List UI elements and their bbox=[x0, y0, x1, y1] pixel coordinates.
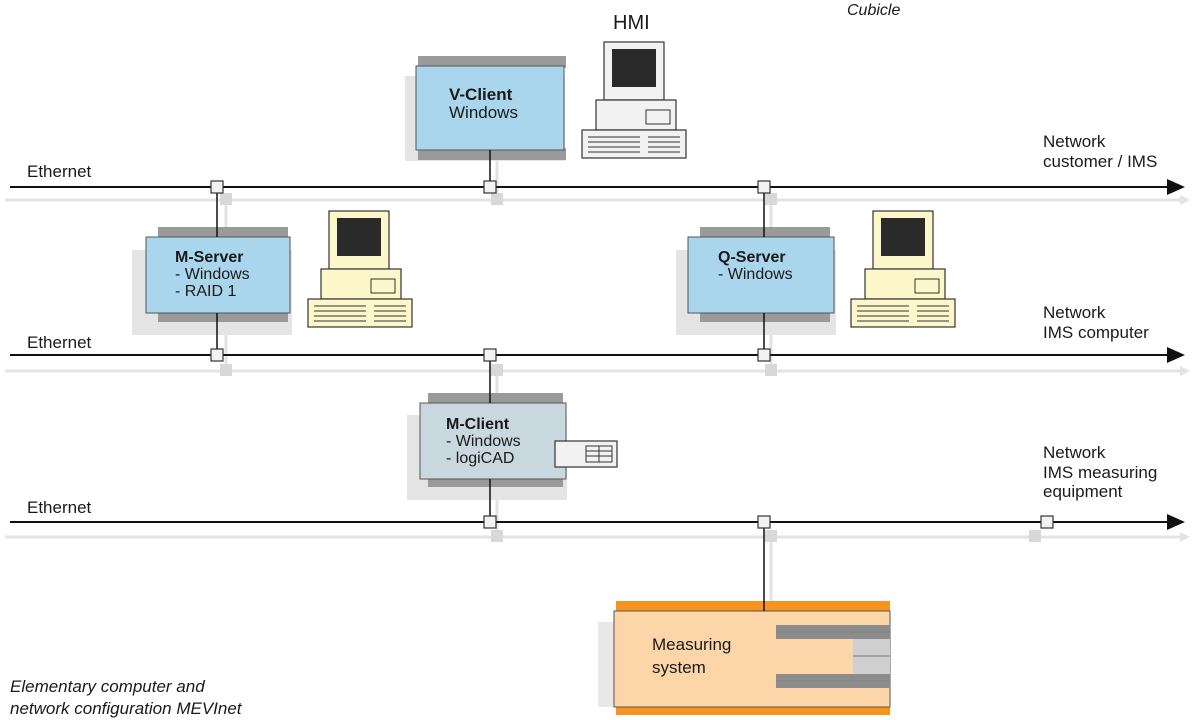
m-client-box bbox=[407, 393, 567, 500]
hmi-computer-icon bbox=[581, 41, 687, 159]
measuring-system-box bbox=[598, 601, 891, 715]
cubicle-label: Cubicle bbox=[847, 2, 901, 19]
m-server-line-1: - Windows bbox=[175, 265, 250, 283]
network-label-2: Network IMS computer bbox=[1043, 303, 1149, 342]
m-server-box bbox=[132, 227, 292, 335]
network-2-line-2: IMS computer bbox=[1043, 322, 1149, 342]
network-3-line-2: IMS measuring bbox=[1043, 462, 1158, 482]
measuring-system-text: Measuring system bbox=[652, 634, 731, 680]
v-client-os: Windows bbox=[449, 102, 518, 122]
m-server-computer-icon bbox=[307, 210, 413, 328]
network-nodes bbox=[210, 180, 1054, 529]
diagram-caption: Elementary computer and network configur… bbox=[10, 676, 242, 720]
caption-line-1: Elementary computer and bbox=[10, 677, 205, 696]
ethernet-label-3: Ethernet bbox=[27, 498, 92, 517]
m-server-text: M-Server - Windows - RAID 1 bbox=[175, 249, 250, 300]
m-client-line-2: - logiCAD bbox=[446, 449, 515, 467]
ethernet-label-1: Ethernet bbox=[27, 162, 92, 181]
v-client-name: V-Client bbox=[449, 85, 513, 104]
hmi-label: HMI bbox=[613, 12, 650, 34]
network-3-line-3: equipment bbox=[1043, 482, 1123, 502]
network-1-line-1: Network bbox=[1043, 132, 1106, 151]
q-server-name: Q-Server bbox=[718, 249, 786, 266]
network-1-line-2: customer / IMS bbox=[1043, 151, 1158, 171]
measuring-line-2: system bbox=[652, 657, 706, 677]
v-client-text: V-Client Windows bbox=[449, 86, 518, 122]
network-3-line-1: Network bbox=[1043, 443, 1106, 462]
caption-line-2: network configuration MEVInet bbox=[10, 699, 242, 719]
ethernet-label-2: Ethernet bbox=[27, 333, 92, 352]
connectors bbox=[216, 150, 765, 611]
node-shadows bbox=[220, 193, 1041, 542]
m-server-line-2: - RAID 1 bbox=[175, 282, 237, 300]
q-server-text: Q-Server - Windows bbox=[718, 249, 793, 284]
drop-shadow-verticals bbox=[224, 150, 773, 620]
network-2-line-1: Network bbox=[1043, 303, 1106, 322]
network-shadow-arrows bbox=[1180, 195, 1190, 542]
m-server-name: M-Server bbox=[175, 249, 244, 266]
measuring-line-1: Measuring bbox=[652, 635, 732, 654]
network-lines bbox=[10, 179, 1185, 530]
m-client-text: M-Client - Windows - logiCAD bbox=[446, 416, 521, 467]
v-client-box bbox=[405, 56, 566, 161]
network-label-3: Network IMS measuring equipment bbox=[1043, 443, 1157, 502]
q-server-computer-icon bbox=[850, 210, 956, 328]
m-client-line-1: - Windows bbox=[446, 432, 521, 450]
q-server-line-1: - Windows bbox=[718, 265, 793, 283]
network-shadows bbox=[5, 198, 1180, 539]
q-server-box bbox=[676, 227, 836, 335]
m-client-drive-icon bbox=[554, 440, 618, 468]
network-label-1: Network customer / IMS bbox=[1043, 132, 1157, 171]
m-client-name: M-Client bbox=[446, 416, 510, 433]
